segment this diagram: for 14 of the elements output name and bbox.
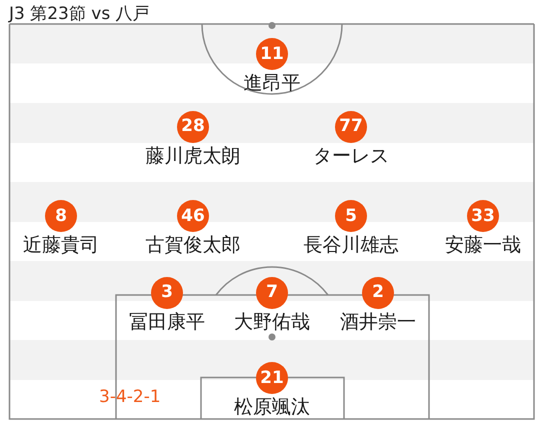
formation-label: 3-4-2-1 (99, 387, 161, 407)
player-name: 長谷川雄志 (304, 235, 398, 256)
player-name: 大野佑哉 (234, 312, 310, 332)
player-name: 安藤一哉 (445, 235, 521, 256)
player-name: 進昂平 (244, 73, 300, 94)
player-name: 古賀俊太郎 (146, 235, 240, 256)
player-name: 藤川虎太朗 (146, 146, 240, 166)
title: J3 第23節 vs 八戸 (9, 3, 150, 25)
player-name: 近藤貴司 (23, 235, 99, 256)
player-name: 冨田康平 (129, 312, 205, 332)
player-name: 酒井崇一 (340, 312, 416, 332)
jersey-number-marker: 21 (256, 362, 288, 394)
player-name: 松原颯汰 (234, 397, 310, 418)
player-name: ターレス (313, 146, 389, 166)
